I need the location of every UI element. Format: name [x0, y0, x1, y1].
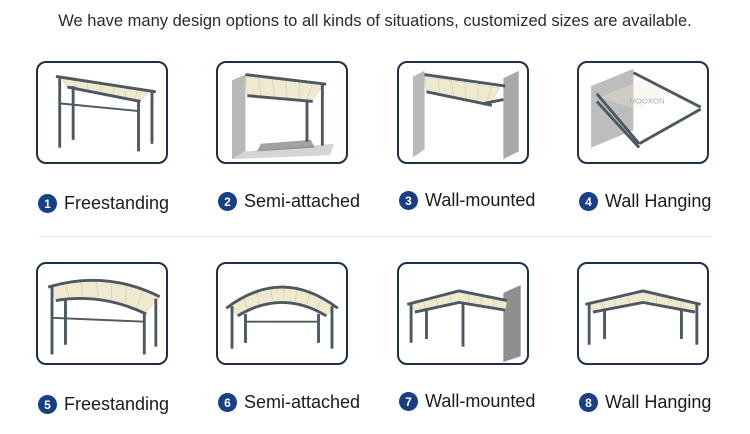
headline: We have many design options to all kinds…	[58, 12, 692, 30]
number-badge: 3	[399, 191, 418, 210]
caption-3: 3 Wall-mounted	[399, 190, 535, 211]
watermark-text: MOOXON	[630, 96, 665, 105]
caption-label: Freestanding	[64, 193, 170, 213]
number-badge: 8	[579, 393, 598, 412]
number-badge: 1	[38, 194, 57, 213]
row-divider	[38, 236, 712, 237]
number-badge: 6	[218, 393, 237, 412]
product-image-gable-hanging	[577, 262, 709, 365]
product-image-gable-wall-mounted	[397, 262, 529, 365]
caption-2: 2 Semi-attached	[218, 191, 360, 212]
caption-6: 6 Semi-attached	[218, 392, 360, 413]
number-badge: 4	[579, 192, 598, 211]
caption-8: 8 Wall Hanging	[579, 392, 711, 413]
product-image-wall-mounted	[397, 61, 529, 164]
product-image-arched-semi-attached	[216, 262, 348, 365]
number-badge: 7	[399, 392, 418, 411]
caption-label: Wall Hanging	[605, 392, 712, 412]
caption-1: 1 Freestanding	[38, 193, 169, 214]
product-image-semi-attached	[216, 61, 348, 164]
caption-label: Wall Hanging	[605, 191, 712, 211]
caption-label: Wall-mounted	[425, 391, 536, 411]
caption-5: 5 Freestanding	[38, 394, 169, 415]
caption-label: Semi-attached	[244, 392, 361, 412]
caption-label: Wall-mounted	[425, 190, 536, 210]
number-badge: 2	[218, 192, 237, 211]
product-image-freestanding	[36, 61, 168, 164]
product-image-wall-hanging: MOOXON	[577, 61, 709, 164]
number-badge: 5	[38, 395, 57, 414]
caption-4: 4 Wall Hanging	[579, 191, 711, 212]
product-image-curved-freestanding	[36, 262, 168, 365]
caption-label: Freestanding	[64, 394, 170, 414]
caption-7: 7 Wall-mounted	[399, 391, 535, 412]
caption-label: Semi-attached	[244, 191, 361, 211]
